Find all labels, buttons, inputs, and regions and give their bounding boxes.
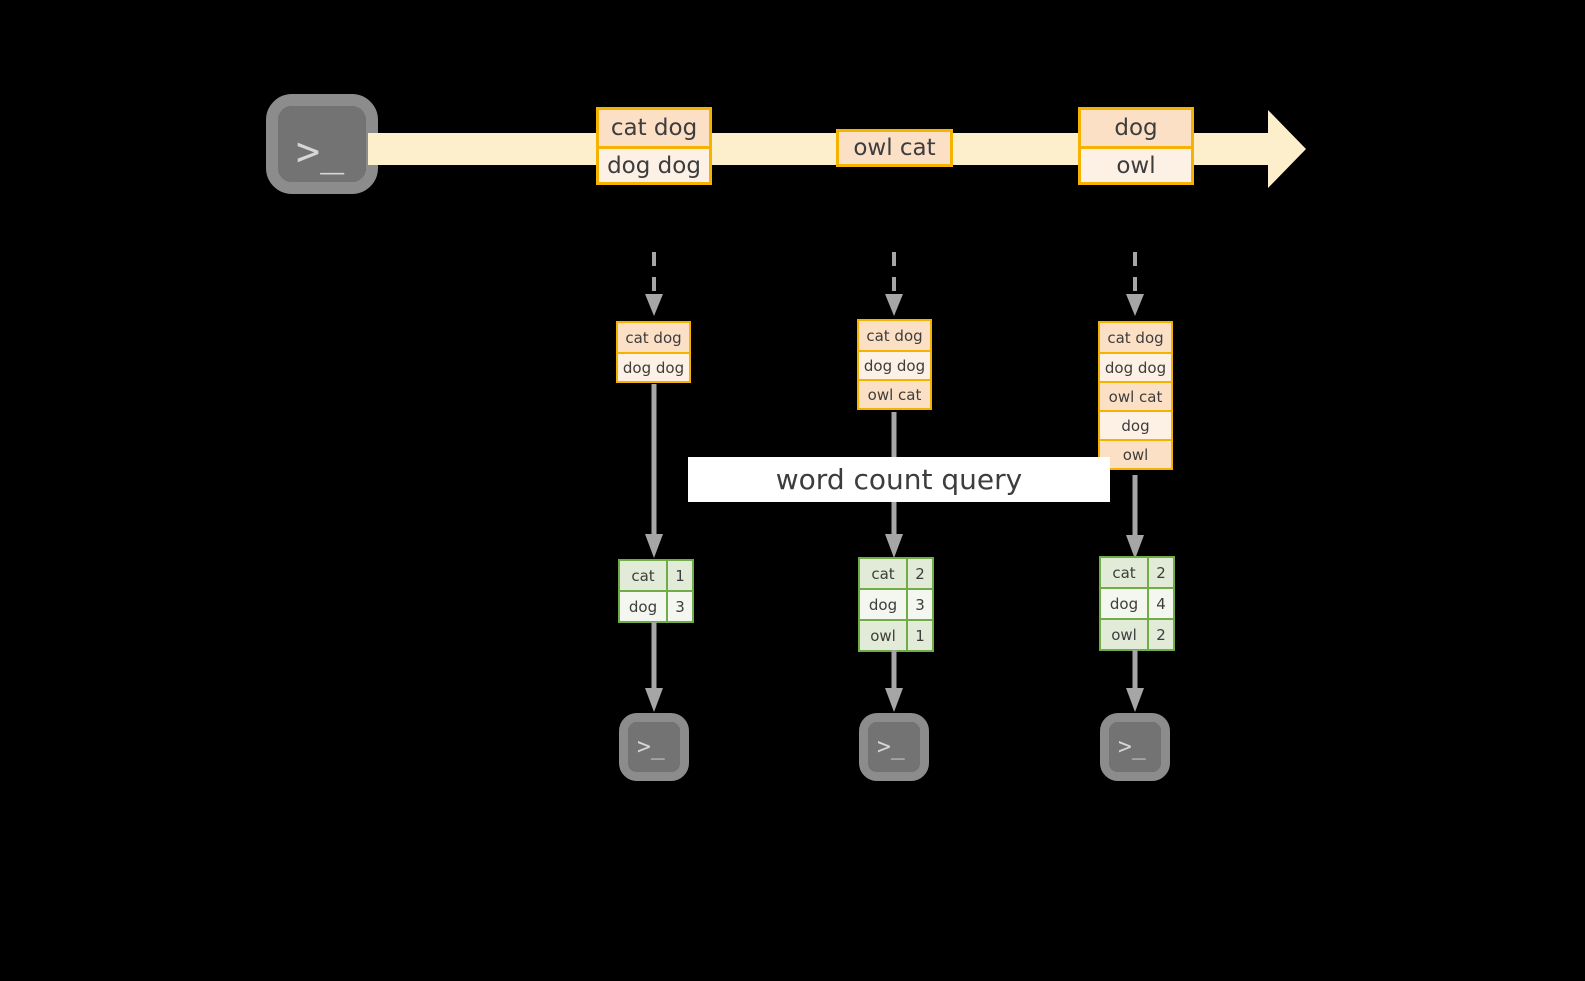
dashed-connector-3 bbox=[1126, 252, 1144, 320]
state-table-2[interactable]: cat dog dog dog owl cat bbox=[857, 319, 932, 410]
terminal-screen: >_ bbox=[1109, 722, 1161, 772]
result-table-3[interactable]: cat 2 dog 4 owl 2 bbox=[1099, 556, 1175, 651]
result-count: 1 bbox=[906, 621, 932, 650]
result-row: dog 3 bbox=[860, 588, 932, 619]
result-count: 4 bbox=[1147, 589, 1173, 618]
terminal-screen: >_ bbox=[868, 722, 920, 772]
state-row: cat dog bbox=[1100, 323, 1171, 352]
result-word: owl bbox=[860, 621, 906, 650]
result-count: 1 bbox=[666, 561, 692, 590]
result-count: 3 bbox=[666, 592, 692, 621]
event-row: dog dog bbox=[599, 146, 709, 182]
result-table-2[interactable]: cat 2 dog 3 owl 1 bbox=[858, 557, 934, 652]
dashed-connector-1 bbox=[645, 252, 663, 320]
state-row: cat dog bbox=[859, 321, 930, 350]
result-row: cat 2 bbox=[860, 559, 932, 588]
state-row: dog dog bbox=[1100, 352, 1171, 381]
state-table-3[interactable]: cat dog dog dog owl cat dog owl bbox=[1098, 321, 1173, 470]
result-count: 3 bbox=[906, 590, 932, 619]
sink-connector-1 bbox=[645, 622, 663, 714]
query-connector-3 bbox=[1126, 475, 1144, 561]
result-word: owl bbox=[1101, 620, 1147, 649]
event-row: dog bbox=[1081, 110, 1191, 146]
terminal-prompt-glyph: >_ bbox=[877, 734, 905, 760]
result-row: cat 2 bbox=[1101, 558, 1173, 587]
sink-terminal-icon-2: >_ bbox=[859, 713, 929, 781]
result-count: 2 bbox=[906, 559, 932, 588]
terminal-screen: >_ bbox=[628, 722, 680, 772]
result-word: dog bbox=[1101, 589, 1147, 618]
state-table-1[interactable]: cat dog dog dog bbox=[616, 321, 691, 383]
result-word: cat bbox=[860, 559, 906, 588]
stream-event-batch-2[interactable]: owl cat bbox=[836, 129, 953, 167]
result-row: owl 1 bbox=[860, 619, 932, 650]
state-row: cat dog bbox=[618, 323, 689, 352]
stream-event-batch-3[interactable]: dog owl bbox=[1078, 107, 1194, 185]
state-row: dog dog bbox=[859, 350, 930, 379]
query-label: word count query bbox=[688, 457, 1110, 502]
sink-terminal-icon-3: >_ bbox=[1100, 713, 1170, 781]
source-terminal-icon: >_ bbox=[266, 94, 378, 194]
state-row: owl cat bbox=[859, 379, 930, 408]
stream-event-batch-1[interactable]: cat dog dog dog bbox=[596, 107, 712, 185]
result-word: dog bbox=[620, 592, 666, 621]
state-row: dog bbox=[1100, 410, 1171, 439]
result-row: dog 4 bbox=[1101, 587, 1173, 618]
state-row: dog dog bbox=[618, 352, 689, 381]
sink-terminal-icon-1: >_ bbox=[619, 713, 689, 781]
result-word: cat bbox=[620, 561, 666, 590]
result-row: owl 2 bbox=[1101, 618, 1173, 649]
result-word: dog bbox=[860, 590, 906, 619]
result-row: cat 1 bbox=[620, 561, 692, 590]
result-word: cat bbox=[1101, 558, 1147, 587]
dashed-connector-2 bbox=[885, 252, 903, 320]
event-row: cat dog bbox=[599, 110, 709, 146]
result-table-1[interactable]: cat 1 dog 3 bbox=[618, 559, 694, 623]
state-row: owl bbox=[1100, 439, 1171, 468]
terminal-prompt-glyph: >_ bbox=[296, 129, 345, 175]
terminal-prompt-glyph: >_ bbox=[1118, 734, 1146, 760]
sink-connector-3 bbox=[1126, 650, 1144, 714]
terminal-prompt-glyph: >_ bbox=[637, 734, 665, 760]
event-row: owl cat bbox=[839, 132, 950, 164]
terminal-screen: >_ bbox=[278, 106, 366, 182]
result-count: 2 bbox=[1147, 620, 1173, 649]
result-row: dog 3 bbox=[620, 590, 692, 621]
sink-connector-2 bbox=[885, 650, 903, 714]
event-row: owl bbox=[1081, 146, 1191, 182]
result-count: 2 bbox=[1147, 558, 1173, 587]
state-row: owl cat bbox=[1100, 381, 1171, 410]
query-connector-1 bbox=[645, 384, 663, 560]
